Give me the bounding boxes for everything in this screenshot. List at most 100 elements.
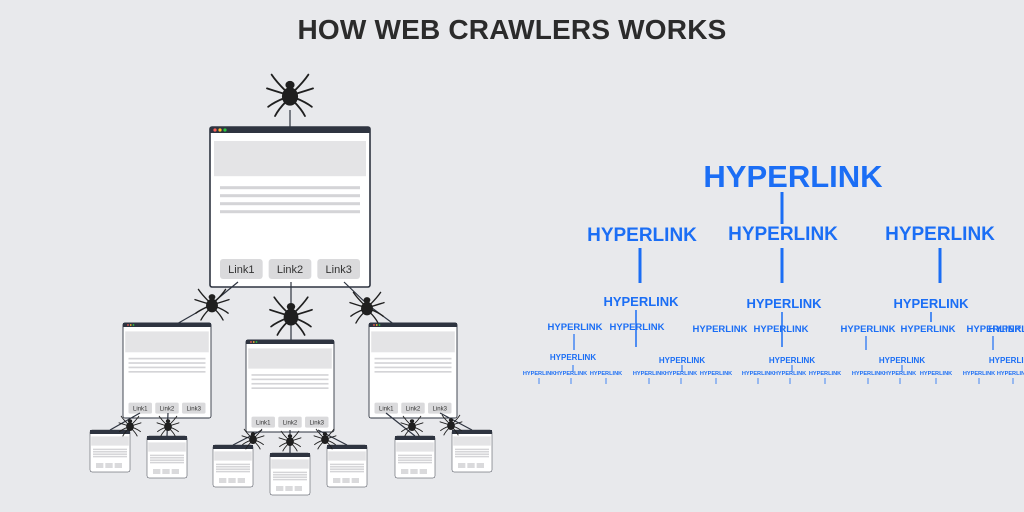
link-button-label: Link2	[283, 420, 298, 426]
link-button-label: Link2	[160, 406, 175, 412]
window-text-line	[398, 459, 432, 461]
window-titlebar	[270, 453, 310, 457]
link-button	[276, 486, 284, 491]
hyperlink-label: HYPERLINK	[997, 371, 1024, 377]
window-titlebar	[123, 323, 211, 327]
window-text-line	[273, 478, 307, 481]
window-text-line	[398, 457, 432, 459]
hyperlink-label: HYPERLINK	[852, 371, 884, 377]
link-button	[285, 486, 293, 491]
window-text-line	[455, 448, 489, 451]
window-text-line	[128, 362, 206, 364]
window-titlebar	[213, 445, 253, 449]
window-titlebar	[90, 430, 130, 434]
hyperlink-label: HYPERLINK	[590, 371, 622, 377]
window-titlebar	[327, 445, 367, 449]
window-dot-icon	[223, 128, 227, 132]
hyperlink-label: HYPERLINK	[809, 371, 841, 377]
window-text-line	[330, 466, 364, 468]
browser-window	[394, 435, 436, 479]
link-button-label: Link1	[228, 264, 254, 276]
hyperlink-label: HYPERLINK	[989, 356, 1024, 365]
window-text-line	[220, 210, 360, 214]
link-button	[162, 469, 170, 474]
link-button	[467, 463, 475, 468]
window-dot-icon	[255, 341, 258, 343]
window-text-line	[374, 362, 452, 364]
window-hero	[453, 436, 491, 446]
link-button-label: Link3	[326, 264, 352, 276]
window-hero	[214, 141, 366, 177]
hyperlink-label: HYPERLINK	[700, 371, 732, 377]
window-hero	[148, 442, 186, 452]
link-button	[153, 469, 161, 474]
hyperlink-label: HYPERLINK	[610, 322, 665, 333]
link-button	[128, 402, 152, 414]
window-text-line	[220, 194, 360, 198]
hyperlink-label: HYPERLINK	[746, 296, 822, 311]
window-titlebar	[369, 323, 457, 327]
window-text-line	[251, 374, 329, 376]
window-titlebar	[210, 127, 370, 133]
hyperlink-label: HYPERLINK	[885, 224, 995, 245]
window-text-line	[150, 457, 184, 459]
browser-window	[89, 429, 131, 473]
window-text-line	[455, 455, 489, 458]
connector-line	[439, 412, 473, 431]
link-button	[220, 259, 263, 279]
browser-window	[451, 429, 493, 473]
window-titlebar	[395, 436, 435, 440]
window-text-line	[251, 378, 329, 381]
window-text-line	[128, 371, 206, 373]
link-button-label: Link3	[310, 420, 325, 426]
link-button	[294, 486, 302, 491]
link-button	[476, 463, 484, 468]
link-button	[237, 478, 245, 483]
link-button	[278, 416, 302, 428]
window-text-line	[150, 461, 184, 464]
window-text-line	[330, 463, 364, 466]
link-button	[410, 469, 418, 474]
window-text-line	[220, 186, 360, 190]
link-button-label: Link2	[277, 264, 303, 276]
hyperlink-label: HYPERLINK	[523, 371, 555, 377]
window-dot-icon	[252, 341, 255, 343]
window-text-line	[374, 366, 452, 369]
hyperlink-label: HYPERLINK	[769, 356, 815, 365]
window-text-line	[93, 453, 127, 455]
window-hero	[91, 436, 129, 446]
window-hero	[271, 459, 309, 469]
link-button	[401, 402, 425, 414]
window-dot-icon	[218, 128, 222, 132]
window-text-line	[93, 448, 127, 451]
window-titlebar	[246, 340, 334, 344]
window-text-line	[273, 476, 307, 478]
connector-line	[385, 412, 416, 437]
link-button	[219, 478, 227, 483]
window-text-line	[93, 451, 127, 453]
spider-icon	[349, 291, 385, 324]
browser-window: Link1 Link2 Link3	[209, 126, 371, 288]
hyperlink-label: HYPERLINK	[841, 324, 896, 335]
window-text-line	[455, 451, 489, 453]
link-button	[333, 478, 341, 483]
window-text-line	[273, 474, 307, 476]
link-button	[268, 259, 312, 279]
link-button	[96, 463, 104, 468]
hyperlink-label: HYPERLINK	[754, 324, 809, 335]
browser-window	[269, 452, 311, 496]
hyperlink-label: HYPERLINK	[555, 371, 587, 377]
link-button	[251, 416, 275, 428]
link-button	[374, 402, 398, 414]
browser-window	[326, 444, 368, 488]
hyperlink-label: HYPERLINK	[920, 371, 952, 377]
hyperlink-label: HYPERLINK	[879, 356, 925, 365]
link-button	[419, 469, 427, 474]
hyperlink-label: HYPERLINK	[603, 294, 679, 309]
browser-window	[212, 444, 254, 488]
hyperlink-label: HYPERLINK	[587, 225, 697, 246]
browser-window	[146, 435, 188, 479]
window-text-line	[150, 454, 184, 457]
hyperlink-label: HYPERLINK	[659, 356, 705, 365]
window-text-line	[216, 468, 250, 470]
